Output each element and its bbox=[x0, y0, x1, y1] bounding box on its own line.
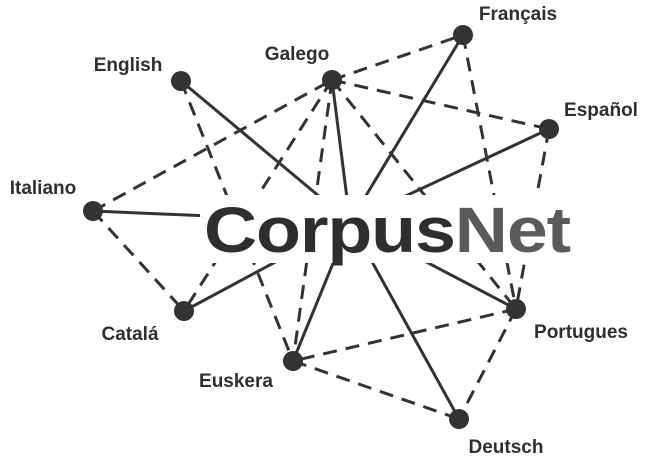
dashed-link-portugues-deutsch bbox=[457, 308, 518, 420]
dashed-link-euskera-deutsch bbox=[292, 359, 460, 421]
logo-word-corpus: Corpus bbox=[204, 194, 455, 266]
language-nodes bbox=[83, 25, 559, 429]
node-catala bbox=[174, 301, 194, 321]
node-galego bbox=[322, 70, 342, 90]
dashed-link-portugues-euskera bbox=[292, 307, 517, 363]
logo-backdrop bbox=[200, 195, 572, 263]
node-portugues bbox=[506, 299, 526, 319]
node-euskera bbox=[283, 351, 303, 371]
label-italiano: Italiano bbox=[10, 178, 77, 199]
dashed-link-espanol-portugues bbox=[514, 128, 551, 310]
node-deutsch bbox=[449, 409, 469, 429]
node-italiano bbox=[83, 201, 103, 221]
dashed-link-galego-francais bbox=[331, 33, 464, 82]
dashed-link-italiano-galego bbox=[92, 78, 333, 213]
language-labels: English Galego FrançaisEspañolItalianoCata… bbox=[10, 4, 638, 458]
dashed-link-galego-portugues bbox=[330, 79, 518, 310]
dashed-link-italiano-catala bbox=[91, 209, 186, 313]
dashed-link-galego-espanol bbox=[331, 78, 550, 131]
label-portugues: Portugues bbox=[534, 322, 628, 343]
dashed-link-francais-portugues bbox=[461, 34, 518, 310]
label-euskera: Euskera bbox=[199, 371, 273, 392]
label-francais: Français bbox=[479, 4, 557, 25]
node-english bbox=[171, 71, 191, 91]
label-galego: Galego bbox=[265, 44, 329, 65]
label-espanol: Español bbox=[564, 100, 638, 121]
node-espanol bbox=[539, 119, 559, 139]
label-catala: Catalá bbox=[101, 324, 158, 345]
label-english: English bbox=[94, 55, 163, 76]
logo-word-net: Net bbox=[455, 194, 571, 266]
label-deutsch: Deutsch bbox=[469, 437, 544, 458]
link-francais-to-center bbox=[348, 34, 465, 223]
node-francais bbox=[453, 25, 473, 45]
dashed-links bbox=[91, 33, 551, 421]
